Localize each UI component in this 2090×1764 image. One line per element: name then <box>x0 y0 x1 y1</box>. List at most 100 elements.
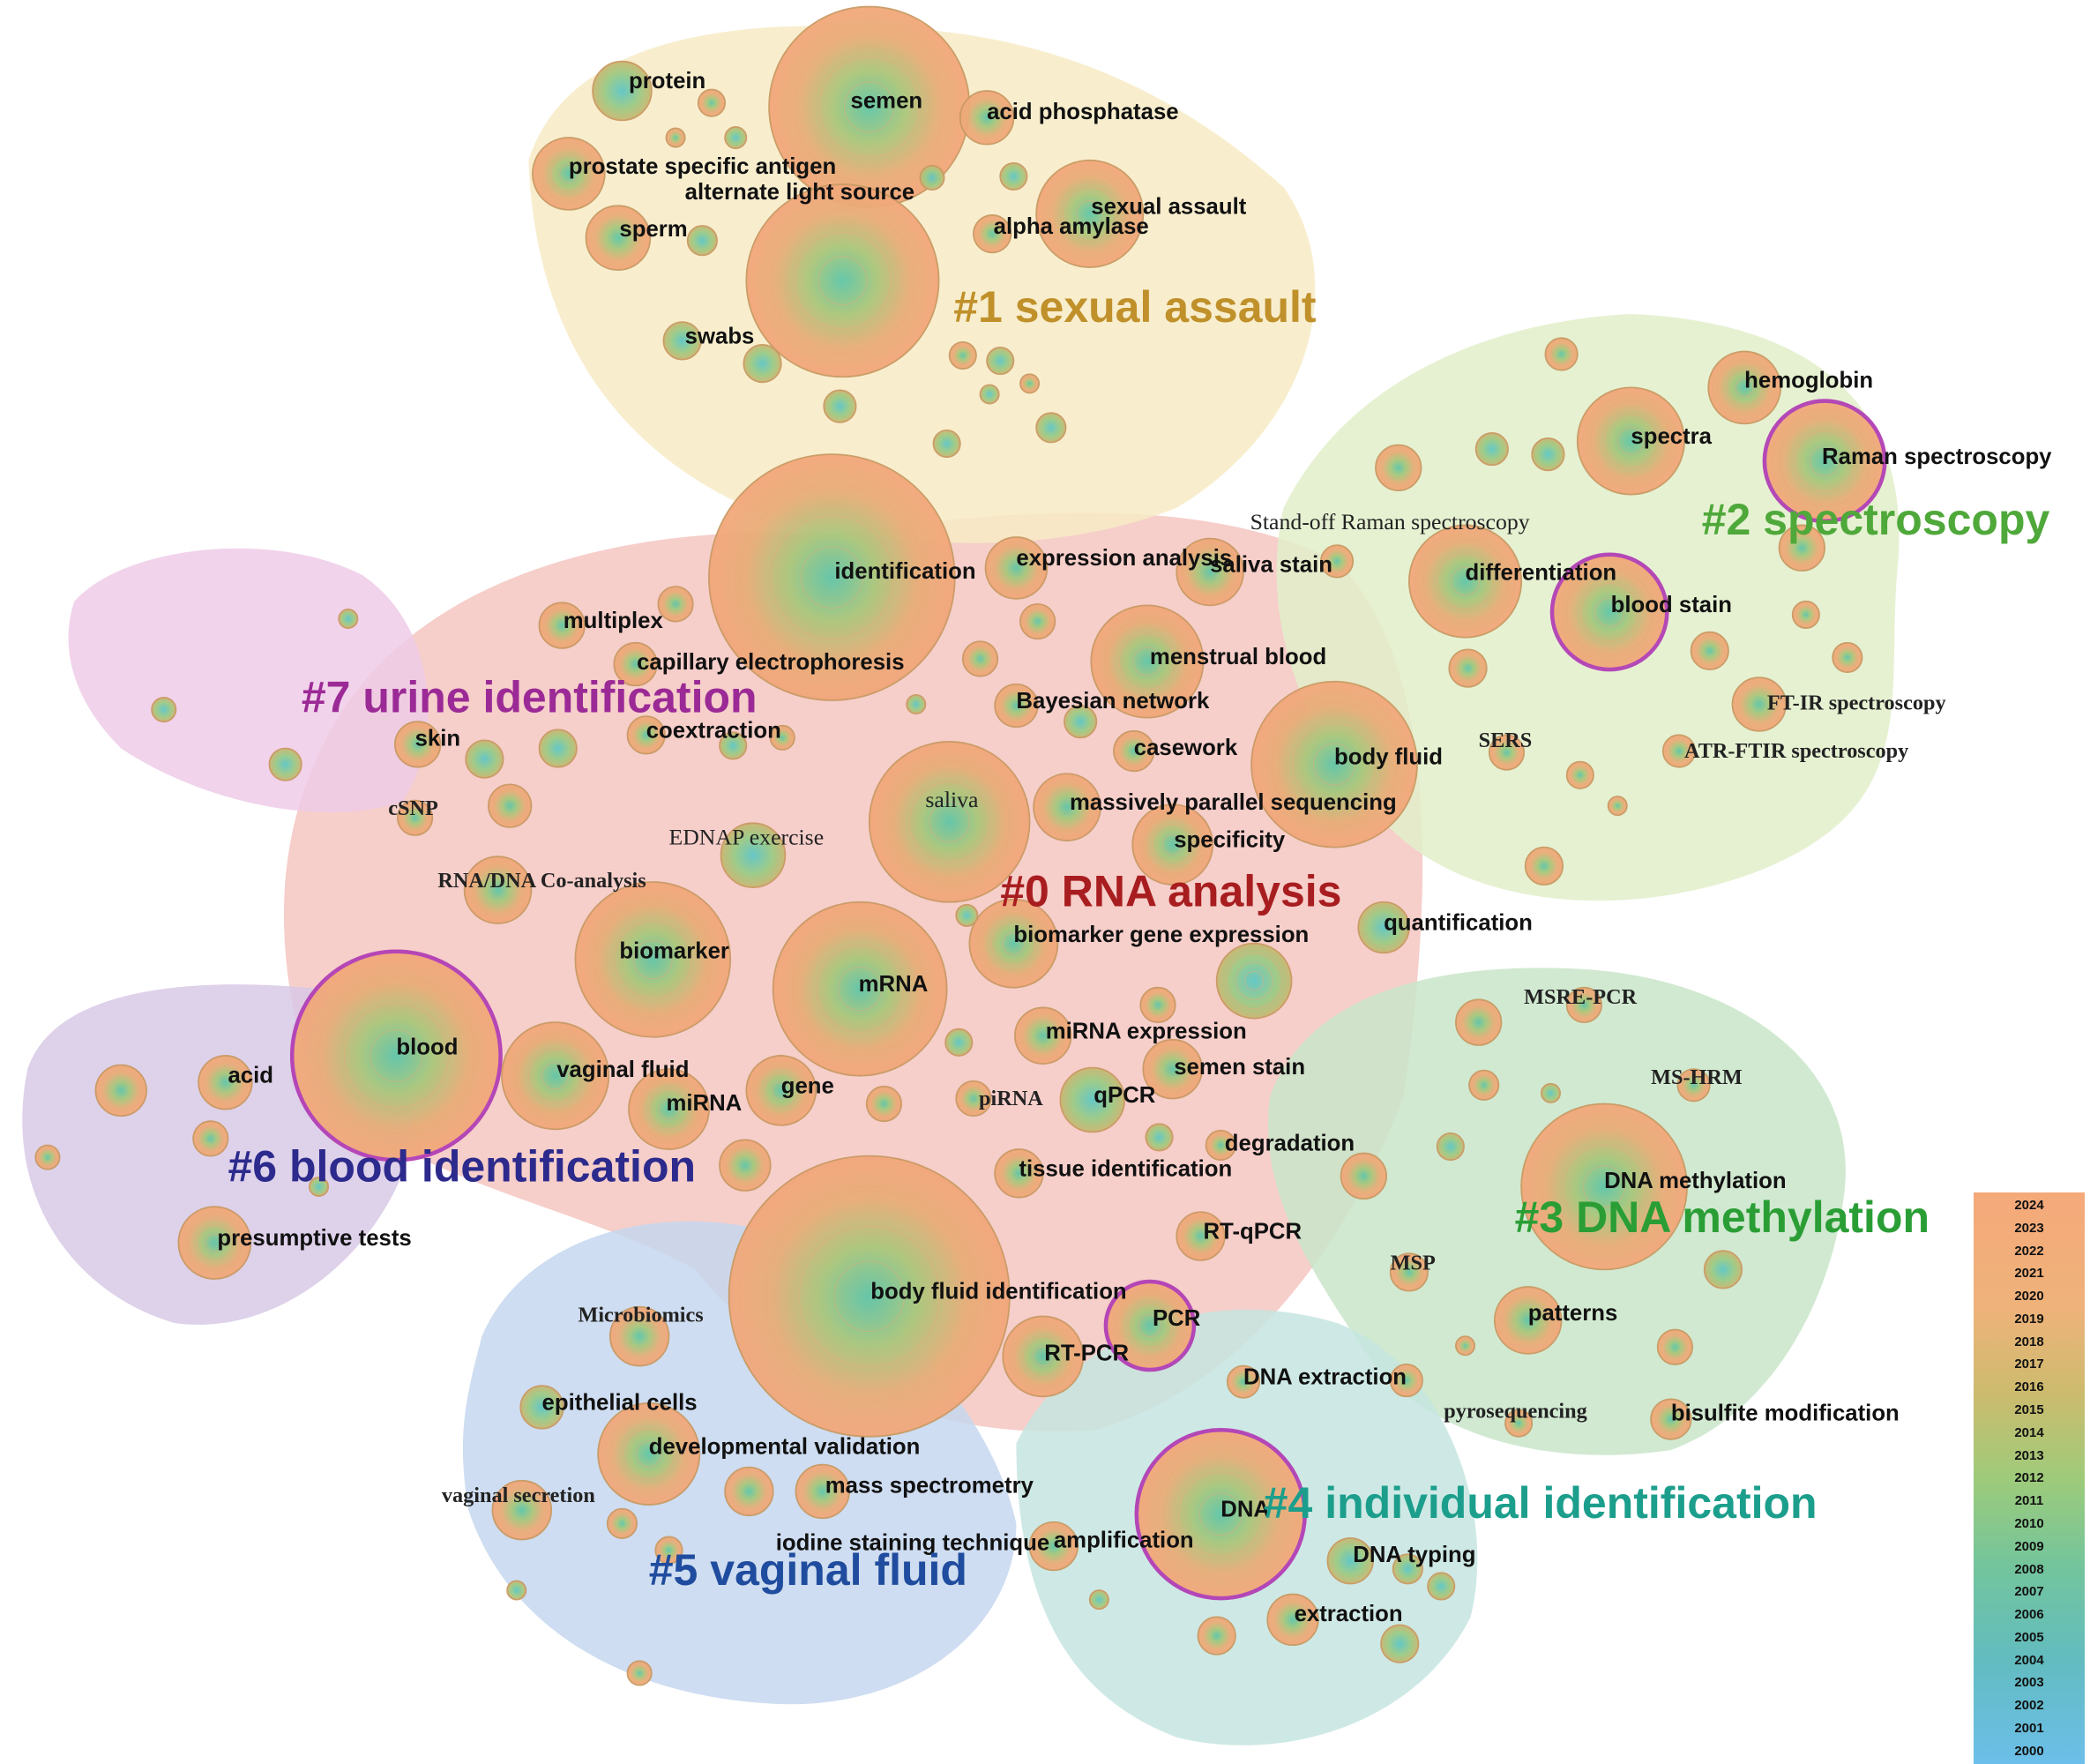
keyword-label-semen-stain[interactable]: semen stain <box>1174 1055 1305 1080</box>
keyword-node[interactable] <box>1676 1068 1711 1102</box>
keyword-node[interactable] <box>932 429 961 459</box>
keyword-label-blood[interactable]: blood <box>396 1035 458 1059</box>
keyword-node[interactable] <box>1661 734 1697 768</box>
keyword-node[interactable] <box>1375 444 1422 491</box>
keyword-label-vaginal-secretion[interactable]: vaginal secretion <box>442 1484 595 1507</box>
cluster-label-7[interactable]: #7 urine identification <box>302 673 758 722</box>
keyword-node[interactable] <box>665 127 686 148</box>
keyword-node[interactable] <box>1139 986 1176 1023</box>
keyword-node[interactable] <box>1142 1038 1203 1100</box>
keyword-node[interactable] <box>1791 600 1820 630</box>
cluster-label-2[interactable]: #2 spectroscopy <box>1702 495 2050 544</box>
keyword-node[interactable] <box>1019 602 1056 640</box>
keyword-label-pcr[interactable]: PCR <box>1153 1306 1201 1331</box>
keyword-label-csnp[interactable]: cSNP <box>388 796 438 820</box>
keyword-label-atr-ftir-spectroscopy[interactable]: ATR-FTIR spectroscopy <box>1684 739 1908 763</box>
keyword-node[interactable] <box>1215 942 1293 1020</box>
keyword-node[interactable] <box>1524 846 1564 886</box>
keyword-node[interactable] <box>538 602 586 649</box>
keyword-node[interactable] <box>338 609 359 630</box>
cluster-label-1[interactable]: #1 sexual assault <box>953 282 1317 332</box>
keyword-label-coextraction[interactable]: coextraction <box>646 718 781 743</box>
keyword-node[interactable] <box>519 1385 564 1430</box>
keyword-node[interactable] <box>198 1055 253 1110</box>
keyword-node[interactable] <box>708 453 956 701</box>
keyword-label-saliva[interactable]: saliva <box>925 787 979 812</box>
keyword-label-sexual-assault[interactable]: sexual assault <box>1091 194 1246 219</box>
keyword-node[interactable] <box>1762 399 1887 524</box>
keyword-label-biomarker[interactable]: biomarker <box>619 938 729 963</box>
keyword-label-msp[interactable]: MSP <box>1391 1251 1436 1274</box>
keyword-node[interactable] <box>1103 1279 1197 1372</box>
keyword-label-rna-dna-co-analysis[interactable]: RNA/DNA Co-analysis <box>437 869 646 893</box>
keyword-node[interactable] <box>979 384 1000 405</box>
keyword-node[interactable] <box>1392 1553 1423 1585</box>
keyword-node[interactable] <box>1520 1102 1688 1271</box>
keyword-node[interactable] <box>1326 1537 1374 1585</box>
keyword-node[interactable] <box>959 90 1015 146</box>
keyword-label-sers[interactable]: SERS <box>1479 729 1533 752</box>
keyword-node[interactable] <box>948 340 977 370</box>
keyword-node[interactable] <box>1176 1211 1226 1261</box>
cluster-label-4[interactable]: #4 individual identification <box>1264 1478 1818 1528</box>
keyword-node[interactable] <box>1319 544 1355 579</box>
keyword-node[interactable] <box>999 161 1028 191</box>
keyword-label-ft-ir-spectroscopy[interactable]: FT-IR spectroscopy <box>1767 691 1946 715</box>
keyword-node[interactable] <box>1033 773 1101 841</box>
keyword-label-acid-phosphatase[interactable]: acid phosphatase <box>987 100 1179 124</box>
keyword-node[interactable] <box>968 898 1059 989</box>
keyword-label-amplification[interactable]: amplification <box>1054 1529 1194 1553</box>
keyword-node[interactable] <box>1134 1427 1307 1601</box>
keyword-label-bayesian-network[interactable]: Bayesian network <box>1016 689 1210 714</box>
keyword-node[interactable] <box>1488 734 1526 771</box>
keyword-label-massively-parallel-sequencing[interactable]: massively parallel sequencing <box>1070 790 1397 815</box>
keyword-node[interactable] <box>574 881 732 1038</box>
keyword-node[interactable] <box>1035 412 1067 444</box>
keyword-node[interactable] <box>1544 337 1579 371</box>
keyword-node[interactable] <box>465 739 504 779</box>
keyword-node[interactable] <box>1176 537 1244 607</box>
keyword-node[interactable] <box>868 741 1031 903</box>
keyword-node[interactable] <box>1380 1624 1420 1663</box>
keyword-node[interactable] <box>626 715 666 755</box>
keyword-node[interactable] <box>289 949 503 1162</box>
keyword-label-rt-pcr[interactable]: RT-PCR <box>1044 1341 1129 1365</box>
keyword-label-ednap-exercise[interactable]: EDNAP exercise <box>668 825 824 850</box>
keyword-node[interactable] <box>1565 760 1594 789</box>
keyword-node[interactable] <box>1090 604 1205 719</box>
keyword-node[interactable] <box>463 856 533 924</box>
keyword-node[interactable] <box>34 1144 61 1170</box>
keyword-label-stand-off-raman-spectroscopy[interactable]: Stand-off Raman spectroscopy <box>1250 509 1530 534</box>
keyword-label-alternate-light-source[interactable]: alternate light source <box>685 180 914 205</box>
keyword-node[interactable] <box>1014 1006 1072 1065</box>
keyword-node[interactable] <box>1565 986 1602 1023</box>
keyword-label-acid[interactable]: acid <box>228 1063 273 1088</box>
keyword-label-epithelial-cells[interactable]: epithelial cells <box>542 1390 698 1415</box>
keyword-label-differentiation[interactable]: differentiation <box>1466 561 1617 586</box>
keyword-node[interactable] <box>657 586 694 623</box>
keyword-node[interactable] <box>720 822 787 888</box>
keyword-label-quantification[interactable]: quantification <box>1384 911 1533 936</box>
keyword-node[interactable] <box>994 683 1039 729</box>
keyword-node[interactable] <box>1340 1152 1388 1200</box>
keyword-node[interactable] <box>1703 1250 1743 1289</box>
keyword-node[interactable] <box>728 1155 1011 1438</box>
keyword-node[interactable] <box>1436 1132 1465 1162</box>
keyword-node[interactable] <box>1088 1589 1109 1611</box>
keyword-node[interactable] <box>919 164 945 191</box>
keyword-node[interactable] <box>397 799 434 836</box>
keyword-label-swabs[interactable]: swabs <box>685 324 755 348</box>
keyword-node[interactable] <box>719 731 748 760</box>
keyword-node[interactable] <box>795 1463 850 1520</box>
keyword-label-bisulfite-modification[interactable]: bisulfite modification <box>1671 1401 1900 1426</box>
keyword-node[interactable] <box>1731 676 1788 732</box>
keyword-node[interactable] <box>1468 1069 1500 1101</box>
keyword-node[interactable] <box>1407 524 1523 639</box>
keyword-label-gene[interactable]: gene <box>781 1073 834 1098</box>
keyword-label-developmental-validation[interactable]: developmental validation <box>649 1434 921 1459</box>
keyword-node[interactable] <box>532 137 606 211</box>
keyword-node[interactable] <box>501 1021 610 1131</box>
keyword-node[interactable] <box>1205 1129 1236 1162</box>
keyword-node[interactable] <box>1145 1123 1174 1152</box>
cluster-label-5[interactable]: #5 vaginal fluid <box>649 1545 967 1595</box>
